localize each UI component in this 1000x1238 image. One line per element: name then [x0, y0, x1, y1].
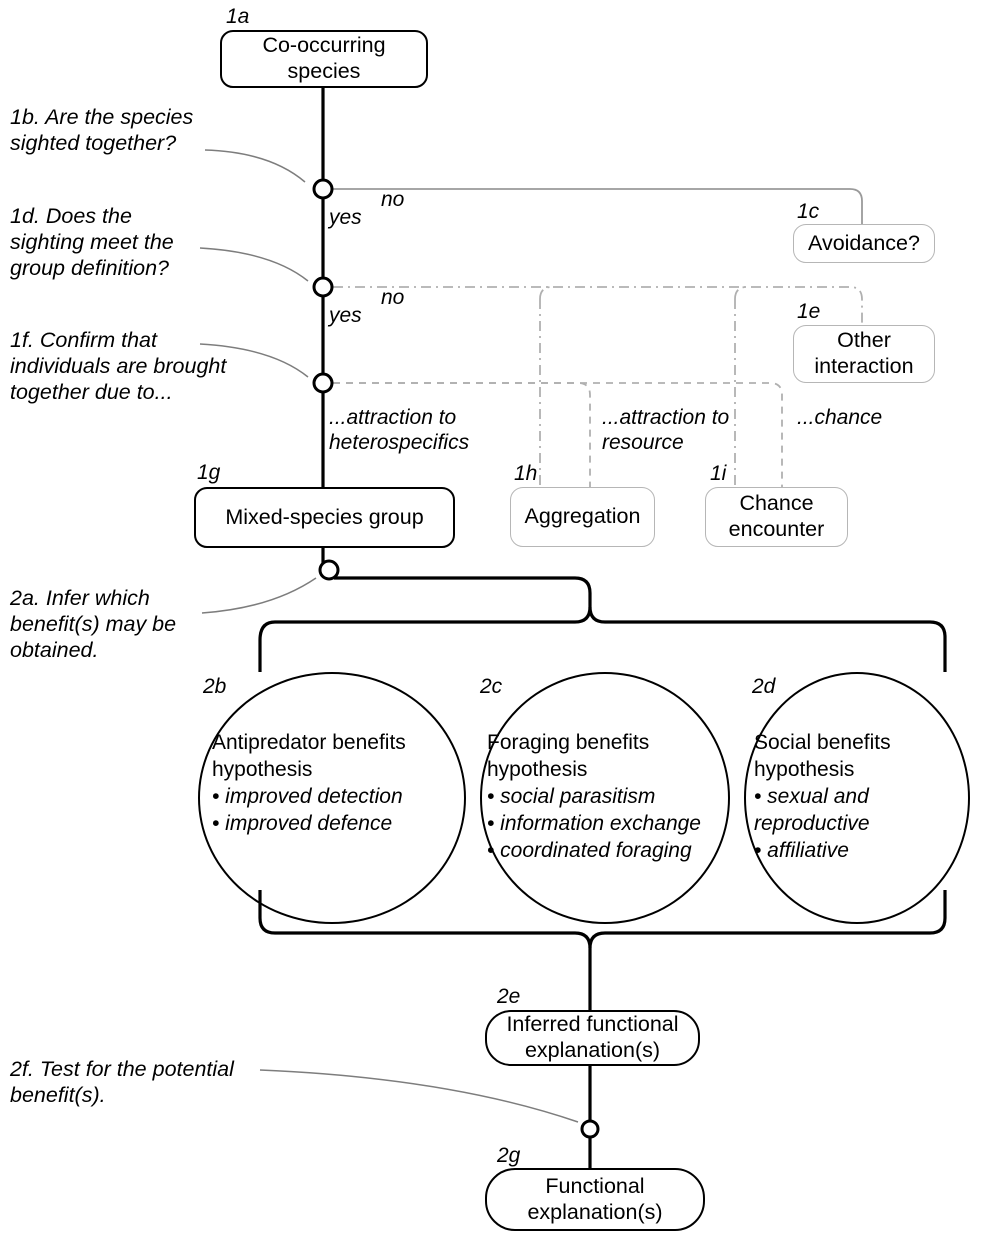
leader-2f — [259, 1069, 579, 1123]
node-1c-label: Avoidance? — [808, 230, 920, 255]
bubble-2b-item-0: • improved detection — [212, 784, 403, 808]
decision-node-1f — [312, 372, 334, 394]
bubble-2c-foraging[interactable] — [480, 672, 730, 924]
tag-2g: 2g — [497, 1144, 521, 1167]
edge-no-avoidance — [333, 188, 863, 224]
decision-node-2a — [318, 559, 340, 581]
edge-label-no-1: no — [381, 188, 405, 211]
tag-2e: 2e — [497, 985, 521, 1008]
edge-dashdot-corner-1h — [539, 286, 553, 300]
tag-1i: 1i — [710, 462, 727, 485]
decision-node-2f — [580, 1119, 600, 1139]
node-1g-label: Mixed-species group — [225, 504, 424, 529]
decision-node-1d — [312, 276, 334, 298]
bubble-2d-social[interactable] — [744, 672, 970, 924]
tag-1h: 1h — [514, 462, 538, 485]
brace-top — [334, 576, 947, 672]
decision-node-1b — [312, 178, 334, 200]
edge-label-yes-1: yes — [329, 206, 362, 229]
node-1c-avoidance[interactable]: Avoidance? — [793, 224, 935, 263]
tag-2b: 2b — [203, 675, 227, 698]
node-1g-mixed-species-group[interactable]: Mixed-species group — [194, 487, 455, 548]
tag-1g: 1g — [197, 461, 221, 484]
bubble-2d-item-1: • affiliative — [754, 838, 849, 862]
edge-no-other-interaction — [333, 286, 863, 325]
edge-label-chance: ...chance — [797, 406, 883, 429]
tag-1c: 1c — [797, 200, 820, 223]
bubble-2c-item-0: • social parasitism — [487, 784, 656, 808]
bubble-2b-item-1: • improved defence — [212, 811, 393, 835]
bubble-2c-item-2: • coordinated foraging — [487, 838, 692, 862]
edge-label-yes-2: yes — [329, 304, 362, 327]
brace-top-left-arm — [258, 606, 592, 641]
tag-2c: 2c — [480, 675, 503, 698]
node-1h-aggregation[interactable]: Aggregation — [510, 487, 655, 547]
tag-2d: 2d — [752, 675, 776, 698]
edge-dashdot-corner-1i — [734, 286, 748, 300]
bubble-2c-item-1: • information exchange — [487, 811, 701, 835]
node-1h-label: Aggregation — [524, 504, 641, 529]
tag-1a: 1a — [226, 5, 250, 28]
edge-label-no-2: no — [381, 286, 405, 309]
bubble-2b-antipredator[interactable] — [198, 672, 466, 924]
tag-1e: 1e — [797, 300, 821, 323]
